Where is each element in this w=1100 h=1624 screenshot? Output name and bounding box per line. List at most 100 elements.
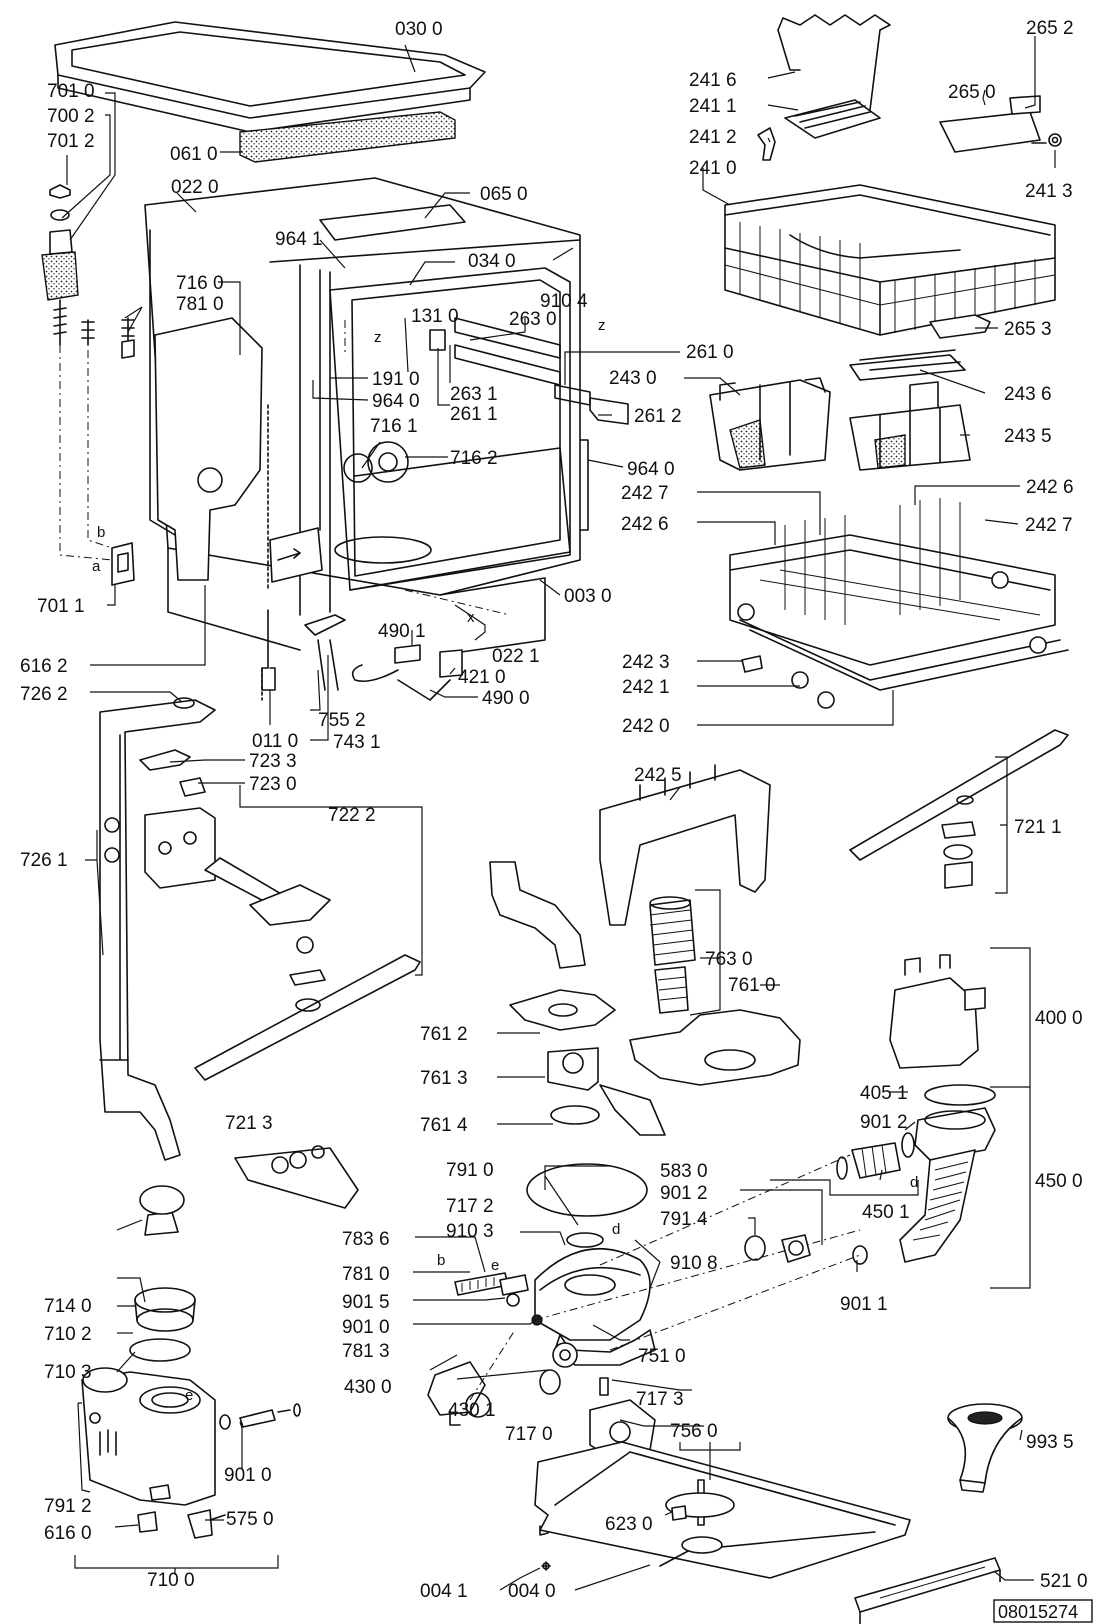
ref-letter-z: z xyxy=(374,329,382,346)
part-label: 400 0 xyxy=(1035,1008,1083,1029)
part-label: 700 2 xyxy=(47,106,95,127)
part-label: 242 5 xyxy=(634,765,682,786)
part-label: 717 2 xyxy=(446,1196,494,1217)
part-label: 065 0 xyxy=(480,184,528,205)
tub-cabinet xyxy=(144,177,629,656)
part-label: 717 0 xyxy=(505,1424,553,1445)
part-label: 901 2 xyxy=(860,1112,908,1133)
ref-letter-e: e xyxy=(185,1387,193,1404)
part-label: 901 1 xyxy=(840,1294,888,1315)
sump-assembly xyxy=(427,1154,861,1461)
part-label: 421 0 xyxy=(458,667,506,688)
part-label: 263 1 xyxy=(450,384,498,405)
part-label: 726 2 xyxy=(20,684,68,705)
part-label: 716 2 xyxy=(450,448,498,469)
part-label: 004 1 xyxy=(420,1581,468,1602)
part-label: 716 0 xyxy=(176,273,224,294)
part-label: 723 0 xyxy=(249,774,297,795)
part-label: 022 1 xyxy=(492,646,540,667)
water-duct-center xyxy=(489,861,586,969)
part-label: 761 0 xyxy=(728,975,776,996)
ref-letter-x: x xyxy=(467,609,475,626)
part-label: 791 0 xyxy=(446,1160,494,1181)
upper-rack xyxy=(724,14,1062,339)
ref-letter-b: b xyxy=(97,524,105,541)
part-label: 242 7 xyxy=(621,483,669,504)
part-label: 763 0 xyxy=(705,949,753,970)
rack-rail-bracket xyxy=(599,764,771,926)
part-label: 623 0 xyxy=(605,1514,653,1535)
lower-rack xyxy=(729,498,1069,709)
part-label: 430 0 xyxy=(344,1377,392,1398)
part-label: 721 1 xyxy=(1014,817,1062,838)
part-label: 761 2 xyxy=(420,1024,468,1045)
part-label: 901 2 xyxy=(660,1183,708,1204)
part-label: 265 3 xyxy=(1004,319,1052,340)
part-label: 761 3 xyxy=(420,1068,468,1089)
part-label: 701 0 xyxy=(47,81,95,102)
hinge-and-spring-parts xyxy=(41,184,463,701)
part-label: 791 4 xyxy=(660,1209,708,1230)
water-softener xyxy=(81,1185,301,1539)
ref-letter-b: b xyxy=(437,1252,445,1269)
part-label: 783 6 xyxy=(342,1229,390,1250)
part-label: 716 1 xyxy=(370,416,418,437)
part-label: 030 0 xyxy=(395,19,443,40)
part-label: 243 5 xyxy=(1004,426,1052,447)
part-label: 714 0 xyxy=(44,1296,92,1317)
part-label: 964 0 xyxy=(372,391,420,412)
cutlery-baskets xyxy=(709,349,971,471)
leader-lines xyxy=(61,36,1056,1591)
part-labels: 030 0 061 0 022 0 065 0 701 0 700 2 701 … xyxy=(20,18,1088,1602)
ref-letter-z: z xyxy=(598,317,606,334)
part-label: 242 3 xyxy=(622,652,670,673)
part-label: 242 6 xyxy=(1026,477,1074,498)
part-label: 034 0 xyxy=(468,251,516,272)
ref-letter-d: d xyxy=(612,1221,620,1238)
filter-cylinders xyxy=(649,896,696,1014)
part-label: 004 0 xyxy=(508,1581,556,1602)
part-label: 243 0 xyxy=(609,368,657,389)
part-label: 710 2 xyxy=(44,1324,92,1345)
base-tray xyxy=(534,1441,911,1579)
lower-spray-arm-right xyxy=(849,729,1069,889)
part-label: 710 3 xyxy=(44,1362,92,1383)
part-label: 761 4 xyxy=(420,1115,468,1136)
microfilter-plate xyxy=(629,1009,801,1086)
part-label: 261 2 xyxy=(634,406,682,427)
part-label: 717 3 xyxy=(636,1389,684,1410)
part-label: 901 0 xyxy=(342,1317,390,1338)
part-label: 756 0 xyxy=(670,1421,718,1442)
ref-letter-e: e xyxy=(491,1257,499,1274)
part-label: 781 0 xyxy=(342,1264,390,1285)
upper-spray-duct xyxy=(99,697,421,1209)
part-label: 242 1 xyxy=(622,677,670,698)
part-label: 910 8 xyxy=(670,1253,718,1274)
part-label: 575 0 xyxy=(226,1509,274,1530)
document-number-text: 08015274 xyxy=(998,1602,1078,1622)
part-label: 241 0 xyxy=(689,158,737,179)
part-label: 263 0 xyxy=(509,309,557,330)
part-label: 910 4 xyxy=(540,291,588,312)
part-label: 755 2 xyxy=(318,710,366,731)
part-label: 722 2 xyxy=(328,805,376,826)
part-label: 241 1 xyxy=(689,96,737,117)
part-label: 131 0 xyxy=(411,306,459,327)
part-label: 791 2 xyxy=(44,1496,92,1517)
part-label: 261 0 xyxy=(686,342,734,363)
insulation-strip xyxy=(239,111,456,163)
part-label: 003 0 xyxy=(564,586,612,607)
drain-pump-and-hoses xyxy=(744,954,996,1265)
part-label: 261 1 xyxy=(450,404,498,425)
document-number: 08015274 xyxy=(993,1599,1093,1623)
part-label: 701 2 xyxy=(47,131,95,152)
part-label: 242 0 xyxy=(622,716,670,737)
part-label: 521 0 xyxy=(1040,1571,1088,1592)
part-label: 583 0 xyxy=(660,1161,708,1182)
part-label: 901 0 xyxy=(224,1465,272,1486)
control-panel-module xyxy=(854,1557,1001,1624)
part-label: 993 5 xyxy=(1026,1432,1074,1453)
part-label: 910 3 xyxy=(446,1221,494,1242)
part-label: 710 0 xyxy=(147,1570,195,1591)
part-label: 701 1 xyxy=(37,596,85,617)
